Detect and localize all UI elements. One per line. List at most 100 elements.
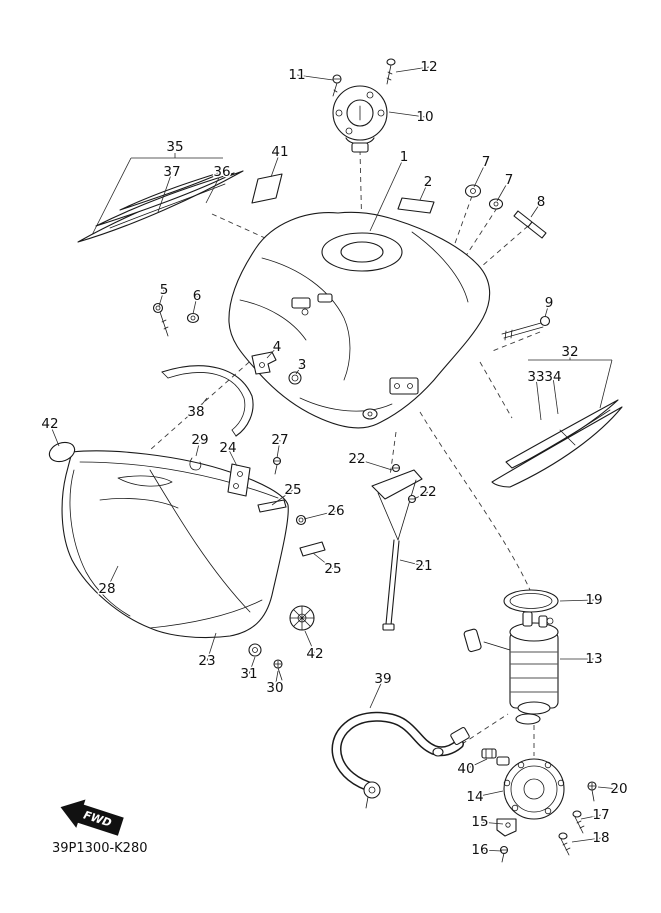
bracket-15 [496,818,517,837]
part-number-label: 23 [198,653,215,669]
fuel-tank-body [228,197,491,429]
leader-line [474,790,504,798]
part-number-label: 19 [585,592,602,608]
part-number-label: 24 [219,440,236,456]
part-number-label: 30 [266,680,283,696]
tank-bottom-bracket [362,377,419,420]
part-number-label: 10 [416,109,433,125]
part-number-label: 17 [592,807,609,823]
oval-damper-42-left [48,441,76,463]
part-number-label: 42 [306,646,323,662]
leader-line [296,74,334,81]
leader-line [248,656,256,675]
leader-line [158,289,165,307]
leader-line [419,181,429,201]
part-number-label: 25 [284,482,301,498]
part-number-label: 35 [166,139,183,155]
bolt-5-damper-6 [152,302,200,337]
part-number-label: 31 [240,666,257,682]
part-number-label: 20 [610,781,627,797]
tank-cap-assembly [332,58,396,153]
leader-line [530,201,542,218]
part-number-label: 6 [193,288,202,304]
part-number-label: 36 [213,164,230,180]
leader-line [473,161,487,188]
fuel-pump-assembly [463,611,559,725]
part-number-label: 26 [327,503,344,519]
leader-line [369,678,384,709]
part-number-label: 32 [561,344,578,360]
leader-line [465,758,488,770]
part-number-label: 38 [187,404,204,420]
part-number-label: 37 [163,164,180,180]
front-cover [61,450,289,639]
leader-line [49,423,60,447]
leader-line [571,837,602,843]
leader-line [496,179,510,202]
part-number-label: 11 [288,67,305,83]
part-number-label: 42 [41,416,58,432]
mid-fasteners [189,456,326,681]
tank-side-pad-2 [397,197,435,214]
leader-line [266,346,278,359]
fuel-hose-39 [331,711,510,809]
leader-line [559,599,595,602]
emblem-41 [251,173,283,204]
leader-line [157,171,173,213]
part-number-label: 3 [298,357,307,373]
leader-line [369,156,405,232]
leader-line [356,458,393,471]
leader-line [544,302,550,318]
stay-bracket-21 [371,463,423,631]
part-number-label: 7 [505,172,514,188]
part-number-label: 33 [527,369,544,385]
part-number-label: 22 [348,451,365,467]
tank-front-bracket [291,293,333,316]
part-number-label: 22 [419,484,436,500]
hose-joint-40 [481,748,510,766]
leader-lines [49,66,620,852]
cap-screw-12 [386,58,396,85]
leader-line [205,171,223,204]
leader-line [295,364,303,375]
bracket-4-grommet-3 [251,351,302,385]
wheel-grommet-42 [289,605,315,631]
leader-line [227,447,238,467]
part-number-label: 13 [585,651,602,667]
leader-line [399,559,425,567]
screw-16 [499,845,509,863]
bolt-18 [558,832,571,856]
leader-line [479,821,504,825]
left-side-panels [77,169,244,243]
part-number-label: 25 [324,561,341,577]
leader-line [552,376,559,415]
part-number-label: 39 [374,671,391,687]
gasket-19 [503,589,559,613]
part-number-label: 21 [415,558,432,574]
pump-mount-plate [496,758,597,863]
part-number-label: 41 [271,144,288,160]
part-number-label: 34 [544,369,561,385]
part-number-label: 2 [424,174,433,190]
callout-group-brackets [91,153,613,409]
part-number-label: 12 [420,59,437,75]
trim-strip-38 [161,365,254,437]
leader-line [192,295,198,315]
part-number-label: 5 [160,282,169,298]
leader-line [303,510,337,520]
part-number-label: 18 [592,830,609,846]
part-number-label: 9 [545,295,554,311]
part-number-label: 15 [471,814,488,830]
diagram-code: 39P1300-K280 [52,841,148,856]
leader-line [274,670,279,689]
leader-line [388,111,426,118]
part-number-label: 7 [482,154,491,170]
leader-line [276,439,281,459]
leader-line [535,376,542,421]
part-number-label: 1 [400,149,409,165]
dampers-and-collar [464,184,547,239]
part-number-label: 16 [471,842,488,858]
cap-screw-11 [332,74,342,97]
